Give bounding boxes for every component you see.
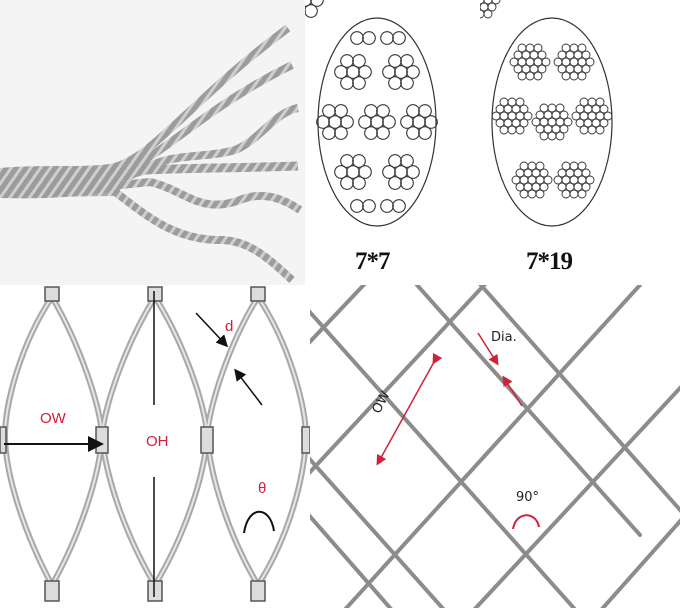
label-d: d	[225, 318, 234, 335]
cross-section-7x19: 7*19	[480, 0, 680, 285]
right-angle-arc	[512, 514, 540, 530]
knotted-mesh-diagram: OW Dia. 90°	[310, 285, 680, 608]
label-90-degrees: 90°	[516, 490, 540, 505]
label-oh: OH	[146, 433, 169, 450]
label-theta: θ	[258, 480, 267, 497]
wire-rope-illustration	[0, 24, 303, 283]
caption-7x7: 7*7	[355, 248, 390, 275]
cross-section-7x19-diagram	[480, 0, 613, 227]
theta-arc	[243, 510, 275, 534]
cross-section-7x7: 7*7	[305, 0, 480, 285]
cross-section-7x7-diagram	[305, 0, 438, 227]
label-ow: OW	[40, 410, 66, 427]
knotted-mesh-illustration	[310, 285, 680, 608]
label-dia: Dia.	[491, 330, 517, 345]
ow-arrow	[376, 352, 443, 466]
stranded-rope-photo	[0, 0, 305, 285]
caption-7x19: 7*19	[526, 248, 573, 275]
ferrule-mesh-illustration	[0, 286, 310, 602]
ferrule-mesh-diagram: OW OH d θ	[0, 285, 310, 608]
